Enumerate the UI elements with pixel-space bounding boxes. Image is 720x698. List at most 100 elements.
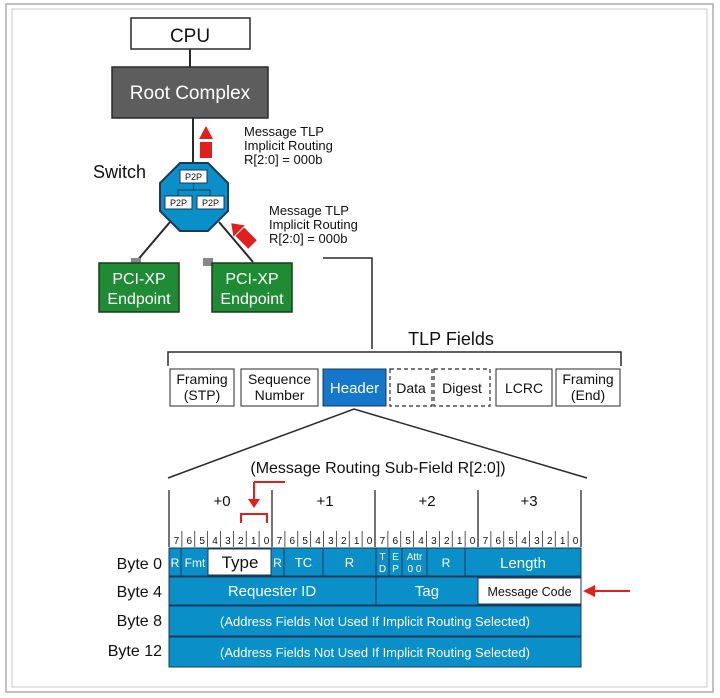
field-framing-end (555, 368, 621, 407)
row-label-byte4: Byte 4 (117, 584, 162, 601)
bit-label: 4 (418, 536, 424, 547)
bit-label: 7 (277, 536, 283, 547)
bit-label: 5 (302, 536, 308, 547)
root-complex-box (111, 66, 269, 119)
bit-label: 1 (560, 536, 566, 547)
field-framing-start-line1: Framing (176, 371, 227, 387)
bit-label: 1 (457, 536, 463, 547)
port-right (203, 258, 213, 266)
cell-r4: R (442, 556, 451, 570)
field-header (322, 368, 387, 407)
switch-label: Switch (93, 162, 146, 182)
bit-label: 3 (534, 536, 540, 547)
endpoint-right-box (211, 262, 293, 313)
bit-label: 6 (290, 536, 296, 547)
header-subtitle: (Message Routing Sub-Field R[2:0]) (250, 460, 505, 477)
cell-r1: R (171, 556, 180, 570)
tlp-fields-title: TLP Fields (408, 329, 494, 349)
cell-ep-line2: P (392, 564, 399, 575)
cell-td-line1: T (379, 552, 385, 563)
field-lcrc (495, 368, 553, 407)
byte-offset-labels: +0 +1 +2 +3 (213, 493, 537, 510)
cell-type-label: Type (222, 553, 259, 572)
row2-background (168, 605, 582, 637)
bit-label: 0 (264, 536, 270, 547)
bit-label: 7 (174, 536, 180, 547)
bit-label: 4 (315, 536, 321, 547)
field-framing-start-line2: (STP) (184, 387, 221, 403)
routing-bits-marker (240, 481, 285, 523)
endpoint-right-line1: PCI-XP (225, 271, 278, 288)
switch-endpoint-left-link (135, 221, 171, 263)
cell-row3-text: (Address Fields Not Used If Implicit Rou… (220, 645, 530, 660)
bit-label: 6 (496, 536, 502, 547)
endpoint-left-box (98, 262, 180, 313)
p2p-top-label: P2P (185, 172, 202, 182)
bit-label: 3 (225, 536, 231, 547)
cell-td-line2: D (379, 564, 386, 575)
cell-length: Length (500, 555, 546, 572)
annotation-lower-line2: Implicit Routing (269, 217, 358, 232)
field-header-label: Header (330, 380, 379, 397)
bit-label: 6 (187, 536, 193, 547)
endpoint-left-line2: Endpoint (107, 291, 171, 308)
row-label-byte12: Byte 12 (108, 643, 162, 660)
tlp-bracket (167, 351, 622, 366)
bit-label: 1 (251, 536, 257, 547)
row-label-byte0: Byte 0 (117, 556, 162, 573)
cell-tag: Tag (415, 583, 439, 600)
annotation-upper-line1: Message TLP (244, 124, 324, 139)
p2p-left-label: P2P (170, 198, 187, 208)
field-framing-end-line1: Framing (562, 371, 613, 387)
cell-tc: TC (295, 555, 312, 570)
field-digest (433, 368, 491, 407)
endpoint-left-line1: PCI-XP (112, 271, 165, 288)
header-grid-lines (168, 490, 582, 547)
switch-octagon (159, 162, 229, 232)
cell-attr-line2: 0 0 (408, 564, 422, 575)
switch-endpoint-right-link (218, 221, 254, 263)
bit-label: 0 (470, 536, 476, 547)
bit-label: 3 (431, 536, 437, 547)
bit-label: 2 (444, 536, 450, 547)
bit-label: 7 (483, 536, 489, 547)
field-digest-label: Digest (442, 380, 482, 396)
bit-label: 0 (573, 536, 579, 547)
bit-label: 5 (199, 536, 205, 547)
bit-label: 0 (367, 536, 373, 547)
field-data-label: Data (396, 380, 426, 396)
bit-label: 4 (212, 536, 218, 547)
annotation-upper-line2: Implicit Routing (244, 138, 333, 153)
cell-requester-id: Requester ID (228, 583, 317, 600)
field-sequence-line1: Sequence (248, 371, 311, 387)
message-code-arrow-icon (583, 585, 630, 597)
bit-label: 6 (393, 536, 399, 547)
field-framing-end-line2: (End) (571, 387, 605, 403)
byte-offset-1: +1 (316, 493, 333, 510)
field-data (389, 368, 433, 407)
bit-label: 1 (354, 536, 360, 547)
endpoint-right-line2: Endpoint (220, 291, 284, 308)
cell-message-code-label: Message Code (487, 585, 571, 599)
bit-label: 4 (521, 536, 527, 547)
annotation-lower-line3: R[2:0] = 000b (269, 231, 347, 246)
cell-row2-text: (Address Fields Not Used If Implicit Rou… (220, 614, 530, 629)
cell-ep-line1: E (392, 552, 399, 563)
root-complex-label: Root Complex (130, 83, 251, 104)
byte-offset-3: +3 (520, 493, 537, 510)
row-label-byte8: Byte 8 (117, 613, 162, 630)
connector-line (323, 257, 373, 349)
p2p-right-label: P2P (202, 198, 219, 208)
row3-background (168, 636, 582, 668)
header-expansion-lines (167, 408, 588, 479)
annotation-upper-line3: R[2:0] = 000b (244, 152, 322, 167)
bit-label: 2 (238, 536, 244, 547)
bit-label: 5 (405, 536, 411, 547)
byte-offset-0: +0 (213, 493, 230, 510)
annotation-lower-line1: Message TLP (269, 203, 349, 218)
p2p-left-box (164, 195, 193, 210)
diagonal-arrow-icon (231, 223, 257, 249)
up-arrow-icon (199, 126, 213, 158)
